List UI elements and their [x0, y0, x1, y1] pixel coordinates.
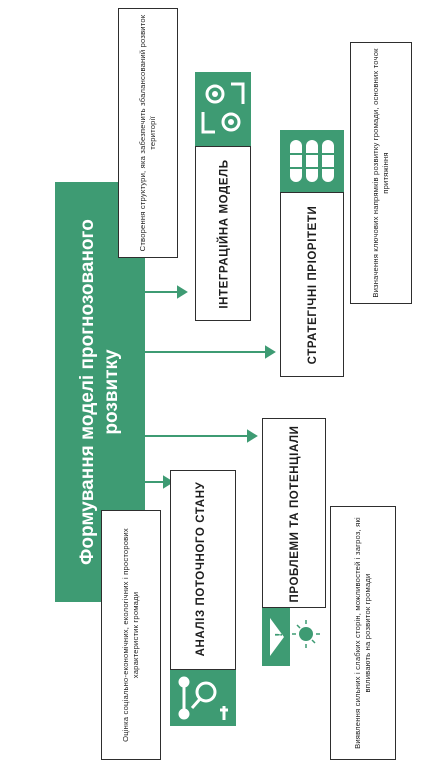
analysis-title: АНАЛІЗ ПОТОЧНОГО СТАНУ — [194, 481, 207, 657]
strategic-icon — [280, 130, 344, 192]
problems-description: Виявлення сильних і слабких сторін, можл… — [353, 517, 372, 749]
integration-card: ІНТЕГРАЦІЙНА МОДЕЛЬ — [195, 146, 251, 321]
strategic-description-box: Визначення ключових напрямків розвитку г… — [350, 42, 412, 304]
analysis-card: АНАЛІЗ ПОТОЧНОГО СТАНУ — [170, 470, 236, 670]
analysis-icon — [170, 670, 236, 726]
integration-description-box: Створення структури, яка забезпечить зба… — [118, 8, 178, 258]
strategic-title: СТРАТЕГІЧНІ ПРІОРІТЕТИ — [306, 205, 319, 365]
problems-icon: ! — [262, 608, 326, 666]
strategic-card: СТРАТЕГІЧНІ ПРІОРІТЕТИ — [280, 192, 344, 377]
problems-title: ПРОБЛЕМИ ТА ПОТЕНЦІАЛИ — [288, 425, 301, 603]
svg-text:!: ! — [274, 632, 285, 637]
integration-title: ІНТЕГРАЦІЙНА МОДЕЛЬ — [218, 159, 230, 309]
integration-description: Створення структури, яка забезпечить зба… — [138, 14, 157, 252]
problems-description-box: Виявлення сильних і слабких сторін, можл… — [330, 506, 396, 760]
problems-card: ПРОБЛЕМИ ТА ПОТЕНЦІАЛИ — [262, 418, 326, 608]
analysis-description-box: Оцінка соціально-економічних, екологічни… — [101, 510, 161, 760]
integration-icon — [195, 72, 251, 146]
strategic-description: Визначення ключових напрямків розвитку г… — [371, 48, 390, 298]
analysis-description: Оцінка соціально-економічних, екологічни… — [121, 528, 140, 742]
